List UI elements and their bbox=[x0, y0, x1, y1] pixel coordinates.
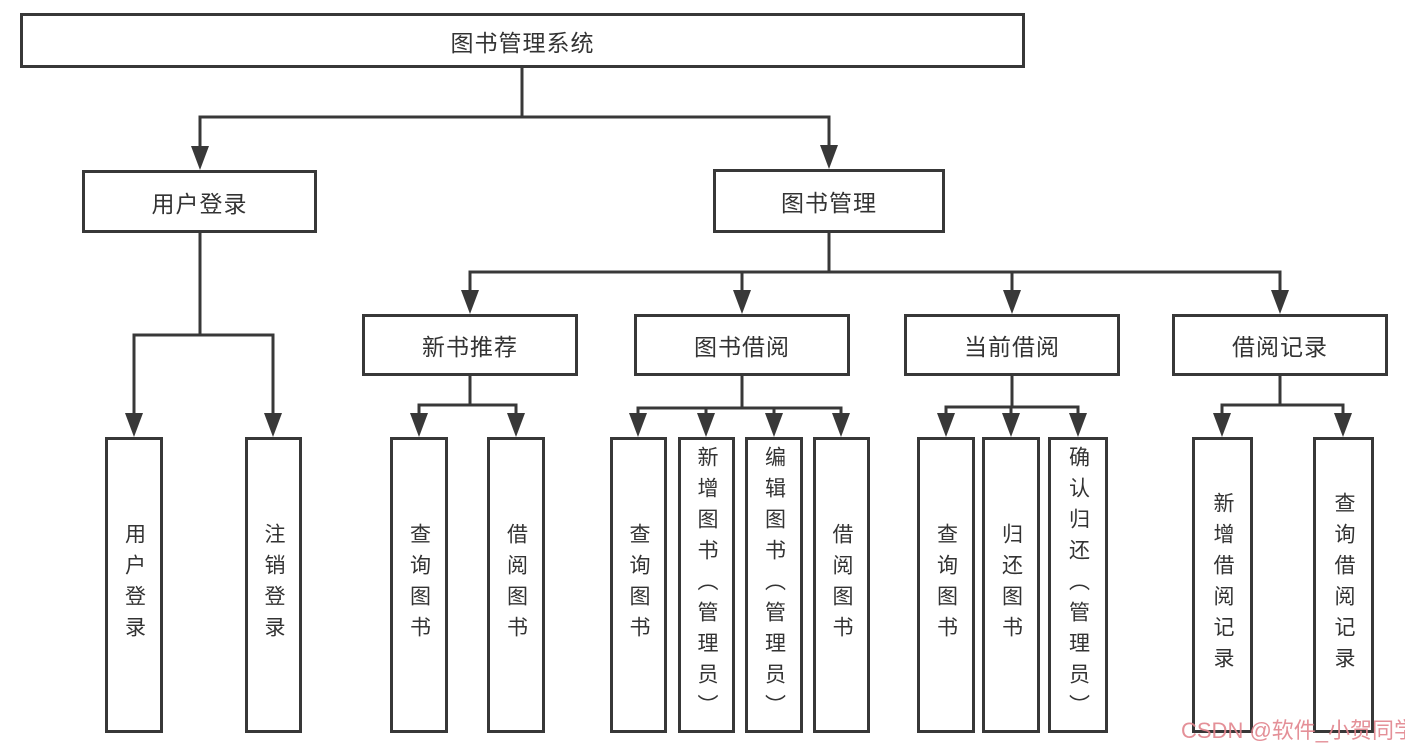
node-borrowing-records-label: 借阅记录 bbox=[1232, 334, 1328, 360]
connector-login-children bbox=[125, 231, 282, 437]
leaf-add-borrow-record: 新增借阅记录 bbox=[1192, 437, 1253, 733]
leaf-logout: 注销登录 bbox=[245, 437, 302, 733]
leaf-query-borrow-record-label: 查询借阅记录 bbox=[1332, 492, 1355, 678]
node-borrowing-records: 借阅记录 bbox=[1172, 314, 1388, 376]
leaf-borrow-books-borrowing: 借阅图书 bbox=[813, 437, 870, 733]
leaf-return-books: 归还图书 bbox=[982, 437, 1040, 733]
node-book-borrowing-label: 图书借阅 bbox=[694, 334, 790, 360]
leaf-query-books-borrowing: 查询图书 bbox=[610, 437, 667, 733]
connector-manage-to-level3 bbox=[461, 231, 1289, 314]
leaf-add-borrow-record-label: 新增借阅记录 bbox=[1211, 492, 1234, 678]
csdn-watermark: CSDN @软件_小贺同学 bbox=[1181, 718, 1405, 743]
leaf-edit-book-admin-label: 编辑图书（管理员） bbox=[762, 445, 786, 725]
leaf-return-books-label: 归还图书 bbox=[999, 523, 1023, 647]
leaf-confirm-return-admin: 确认归还（管理员） bbox=[1048, 437, 1108, 733]
leaf-edit-book-admin: 编辑图书（管理员） bbox=[745, 437, 803, 733]
leaf-query-books-current-label: 查询图书 bbox=[934, 523, 958, 647]
leaf-user-login-label: 用户登录 bbox=[122, 523, 146, 647]
leaf-query-books-recommend-label: 查询图书 bbox=[407, 523, 431, 647]
node-user-login: 用户登录 bbox=[82, 170, 317, 233]
leaf-query-books-borrowing-label: 查询图书 bbox=[627, 523, 650, 647]
root-node: 图书管理系统 bbox=[20, 13, 1025, 68]
connector-records-children bbox=[1213, 374, 1352, 437]
leaf-confirm-return-admin-label: 确认归还（管理员） bbox=[1066, 445, 1090, 725]
connector-recommend-children bbox=[410, 374, 525, 437]
leaf-borrow-books-recommend-label: 借阅图书 bbox=[504, 523, 528, 647]
node-current-borrowing-label: 当前借阅 bbox=[964, 334, 1060, 360]
leaf-add-book-admin: 新增图书（管理员） bbox=[678, 437, 735, 733]
node-book-borrowing: 图书借阅 bbox=[634, 314, 850, 376]
leaf-user-login: 用户登录 bbox=[105, 437, 163, 733]
leaf-query-borrow-record: 查询借阅记录 bbox=[1313, 437, 1374, 733]
leaf-add-book-admin-label: 新增图书（管理员） bbox=[695, 445, 718, 725]
node-new-book-recommendation-label: 新书推荐 bbox=[422, 334, 518, 360]
leaf-query-books-recommend: 查询图书 bbox=[390, 437, 448, 733]
leaf-borrow-books-recommend: 借阅图书 bbox=[487, 437, 545, 733]
connector-current-children bbox=[937, 374, 1087, 437]
leaf-borrow-books-borrowing-label: 借阅图书 bbox=[830, 523, 853, 647]
leaf-logout-label: 注销登录 bbox=[262, 523, 285, 647]
node-book-management-label: 图书管理 bbox=[781, 190, 877, 216]
node-current-borrowing: 当前借阅 bbox=[904, 314, 1120, 376]
node-new-book-recommendation: 新书推荐 bbox=[362, 314, 578, 376]
node-book-management: 图书管理 bbox=[713, 169, 945, 233]
connector-borrowing-children bbox=[629, 374, 850, 437]
root-node-label: 图书管理系统 bbox=[450, 29, 595, 56]
leaf-query-books-current: 查询图书 bbox=[917, 437, 975, 733]
node-user-login-label: 用户登录 bbox=[151, 190, 248, 217]
connector-root-to-level2 bbox=[191, 66, 838, 170]
